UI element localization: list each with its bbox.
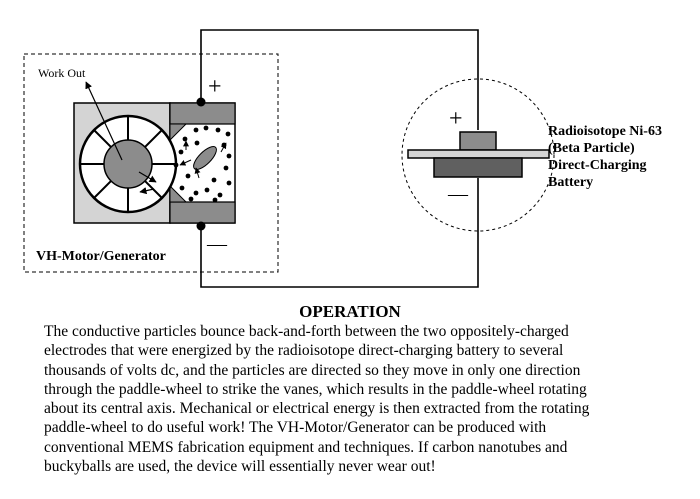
description-line: paddle-wheel to do useful work! The VH-M…: [44, 419, 547, 437]
paddle-wheel: [78, 114, 178, 214]
motor-minus-sign: —: [206, 233, 228, 255]
description-line: The conductive particles bounce back-and…: [44, 323, 569, 340]
description-line: conventional MEMS fabrication equipment …: [44, 438, 568, 456]
battery-plate: [407, 149, 550, 159]
description-line: through the paddle-wheel to strike the v…: [44, 380, 587, 398]
svg-text:(Beta Particle): (Beta Particle): [548, 141, 635, 156]
operation-title: OPERATION: [299, 302, 401, 321]
motor-generator-enclosure: [23, 53, 279, 273]
motor-negative-terminal: [196, 221, 206, 231]
battery: [407, 131, 550, 178]
description-line: about its central axis. Mechanical or el…: [44, 400, 590, 418]
battery-dashed-circle: [401, 78, 555, 232]
svg-text:Battery: Battery: [548, 175, 593, 190]
battery-plus-sign: +: [449, 106, 463, 132]
particle-direction-arrows: [179, 140, 227, 179]
description-line: thousands of volts dc, and the particles…: [44, 361, 581, 379]
motor-generator-label: VH-Motor/Generator: [36, 249, 166, 264]
motor-generator-diagram: Work Out + — VH-Motor/Generator + — Radi…: [23, 29, 662, 288]
motor-positive-terminal: [196, 97, 206, 107]
particle-deflector: [193, 146, 217, 170]
charged-particles: [173, 125, 232, 203]
motor-plus-sign: +: [208, 74, 222, 100]
work-out-label: Work Out: [38, 66, 86, 80]
battery-positive-cap: [459, 131, 497, 151]
operation-description: The conductive particles bounce back-and…: [44, 322, 684, 476]
battery-label: Radioisotope Ni-63 (Beta Particle) Direc…: [548, 124, 662, 190]
battery-minus-sign: —: [447, 183, 469, 205]
svg-text:Direct-Charging: Direct-Charging: [548, 158, 647, 173]
circuit-wires: [200, 29, 479, 288]
description-line: electrodes that were energized by the ra…: [44, 342, 564, 360]
negative-electrode: [169, 201, 236, 224]
battery-negative-body: [433, 157, 523, 178]
svg-text:Radioisotope Ni-63: Radioisotope Ni-63: [548, 124, 662, 139]
positive-electrode: [169, 102, 236, 125]
work-out-arrow: [85, 81, 123, 161]
description-line: buckyballs are used, the device will ess…: [44, 458, 436, 476]
